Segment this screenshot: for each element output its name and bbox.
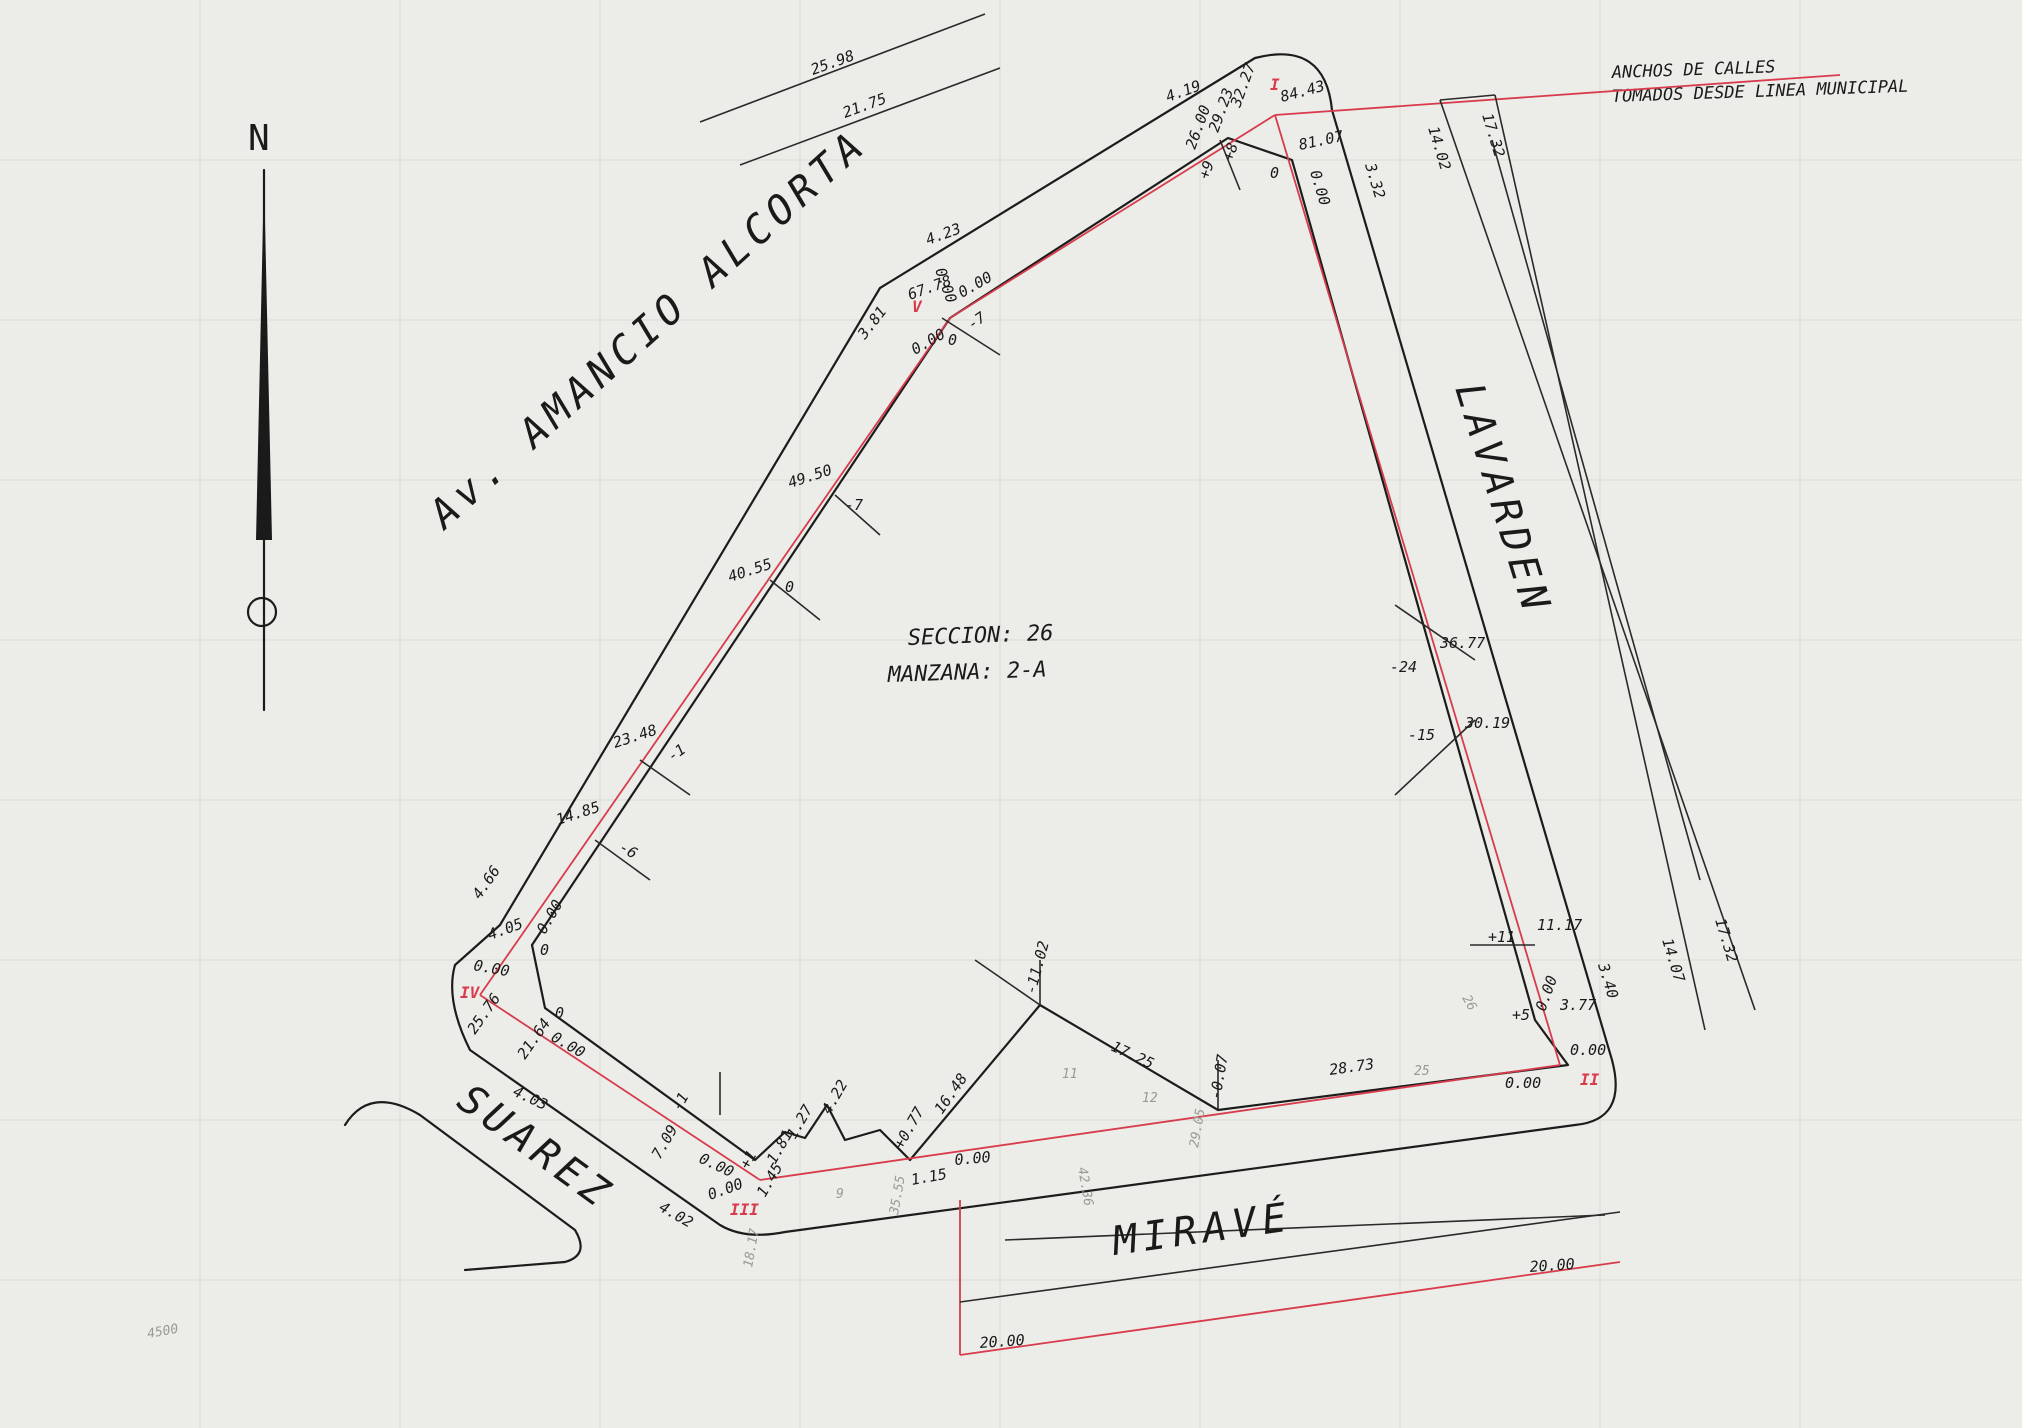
measure-label: 0 <box>948 331 957 349</box>
measure-label: 81.07 <box>1297 127 1345 154</box>
measure-label: 0.00 <box>1570 1041 1606 1059</box>
measure-label: 14.85 <box>554 798 603 829</box>
measure-label: 4.22 <box>818 1077 852 1117</box>
survey-lines-red <box>479 74 1841 1356</box>
lot-boundary <box>530 136 1570 1162</box>
header-note-line-1: ANCHOS DE CALLES <box>1610 57 1775 83</box>
measure-label: 0.00 <box>1306 168 1334 208</box>
measure-label: 49.50 <box>786 461 835 492</box>
measure-label: 0.00 <box>1505 1074 1541 1092</box>
measure-label: 84.43 <box>1278 77 1326 106</box>
street-name-lavarden: LAVARDEN <box>1445 377 1559 621</box>
measure-label: -7 <box>845 496 863 514</box>
pencil-note: 9 <box>836 1187 844 1202</box>
width-label: 21.75 <box>840 89 889 121</box>
measure-label: +5 <box>1512 1006 1530 1024</box>
pencil-note: 26 <box>1459 993 1480 1014</box>
measure-label: -1 <box>668 1089 693 1114</box>
measure-label: +8 <box>1219 140 1242 163</box>
measure-label: -24 <box>1390 658 1417 676</box>
measure-label: -11.02 <box>1021 939 1052 996</box>
measure-label: -0.07 <box>1206 1053 1232 1101</box>
width-label: 25.98 <box>808 46 857 78</box>
measure-label: 0.00 <box>955 268 995 302</box>
measure-label: 0.00 <box>472 956 511 980</box>
measure-label: -7 <box>964 308 989 333</box>
width-label: 17.32 <box>1711 916 1741 964</box>
vertex-label-ii: II <box>1580 1070 1600 1089</box>
measure-label: 3.77 <box>1559 996 1596 1014</box>
measure-label: 17.25 <box>1108 1037 1157 1072</box>
measure-label: 0 <box>785 578 794 596</box>
measure-label: 0 <box>540 941 549 959</box>
pencil-note: 29.05 <box>1187 1107 1209 1148</box>
pencil-note: 12 <box>1142 1091 1158 1106</box>
measure-label: 0.00 <box>696 1149 736 1181</box>
vertex-label-iii: III <box>730 1200 759 1219</box>
measure-label: 0.00 <box>548 1028 588 1062</box>
measure-label: 30.19 <box>1464 714 1510 732</box>
measure-label: 1.15 <box>910 1165 949 1189</box>
north-arrow-icon <box>246 168 278 712</box>
width-label: 20.00 <box>979 1331 1025 1352</box>
pencil-note: 11 <box>1062 1067 1078 1082</box>
manzana-label: MANZANA: 2-A <box>886 657 1047 688</box>
width-label: 3.40 <box>1594 960 1622 1001</box>
measure-label: 0 <box>1270 164 1279 182</box>
street-width-lines <box>343 13 1756 1303</box>
measure-label: 0.00 <box>954 1148 992 1169</box>
north-label: N <box>248 118 270 159</box>
pencil-note: 35.55 <box>887 1174 909 1216</box>
pencil-note: 42.36 <box>1074 1166 1096 1207</box>
width-label: 3.32 <box>1361 160 1389 201</box>
pencil-note: 18.17 <box>741 1227 763 1268</box>
measure-label: +9 <box>1195 158 1218 181</box>
pencil-note: 4500 <box>146 1322 180 1342</box>
vertex-label-i: I <box>1270 75 1280 94</box>
measure-label: 4.66 <box>469 862 504 902</box>
measure-label: 0.00 <box>1532 973 1561 1013</box>
measure-label: 7.09 <box>648 1122 682 1162</box>
measure-label: -1 <box>664 740 689 765</box>
vertex-label-iv: IV <box>460 983 481 1002</box>
seccion-label: SECCION: 26 <box>907 621 1053 651</box>
measure-label: +11 <box>1488 928 1515 946</box>
measure-label: 11.17 <box>1537 916 1582 934</box>
municipal-line-outer <box>451 53 1617 1236</box>
vertex-label-v: V <box>912 297 923 316</box>
measure-label: 4.23 <box>923 219 963 248</box>
pencil-note: 25 <box>1414 1064 1430 1079</box>
measure-label: 1.45 <box>753 1160 787 1200</box>
measure-label: 0 <box>555 1004 564 1022</box>
street-name-mirave: MIRAVÉ <box>1108 1192 1295 1265</box>
measure-label: -15 <box>1408 726 1435 744</box>
measure-label: +1 <box>736 1147 761 1172</box>
measure-label: 28.73 <box>1328 1055 1375 1079</box>
width-label: 20.00 <box>1529 1255 1575 1276</box>
offset-ticks <box>594 139 1535 1115</box>
measure-label: 36.77 <box>1439 634 1485 652</box>
